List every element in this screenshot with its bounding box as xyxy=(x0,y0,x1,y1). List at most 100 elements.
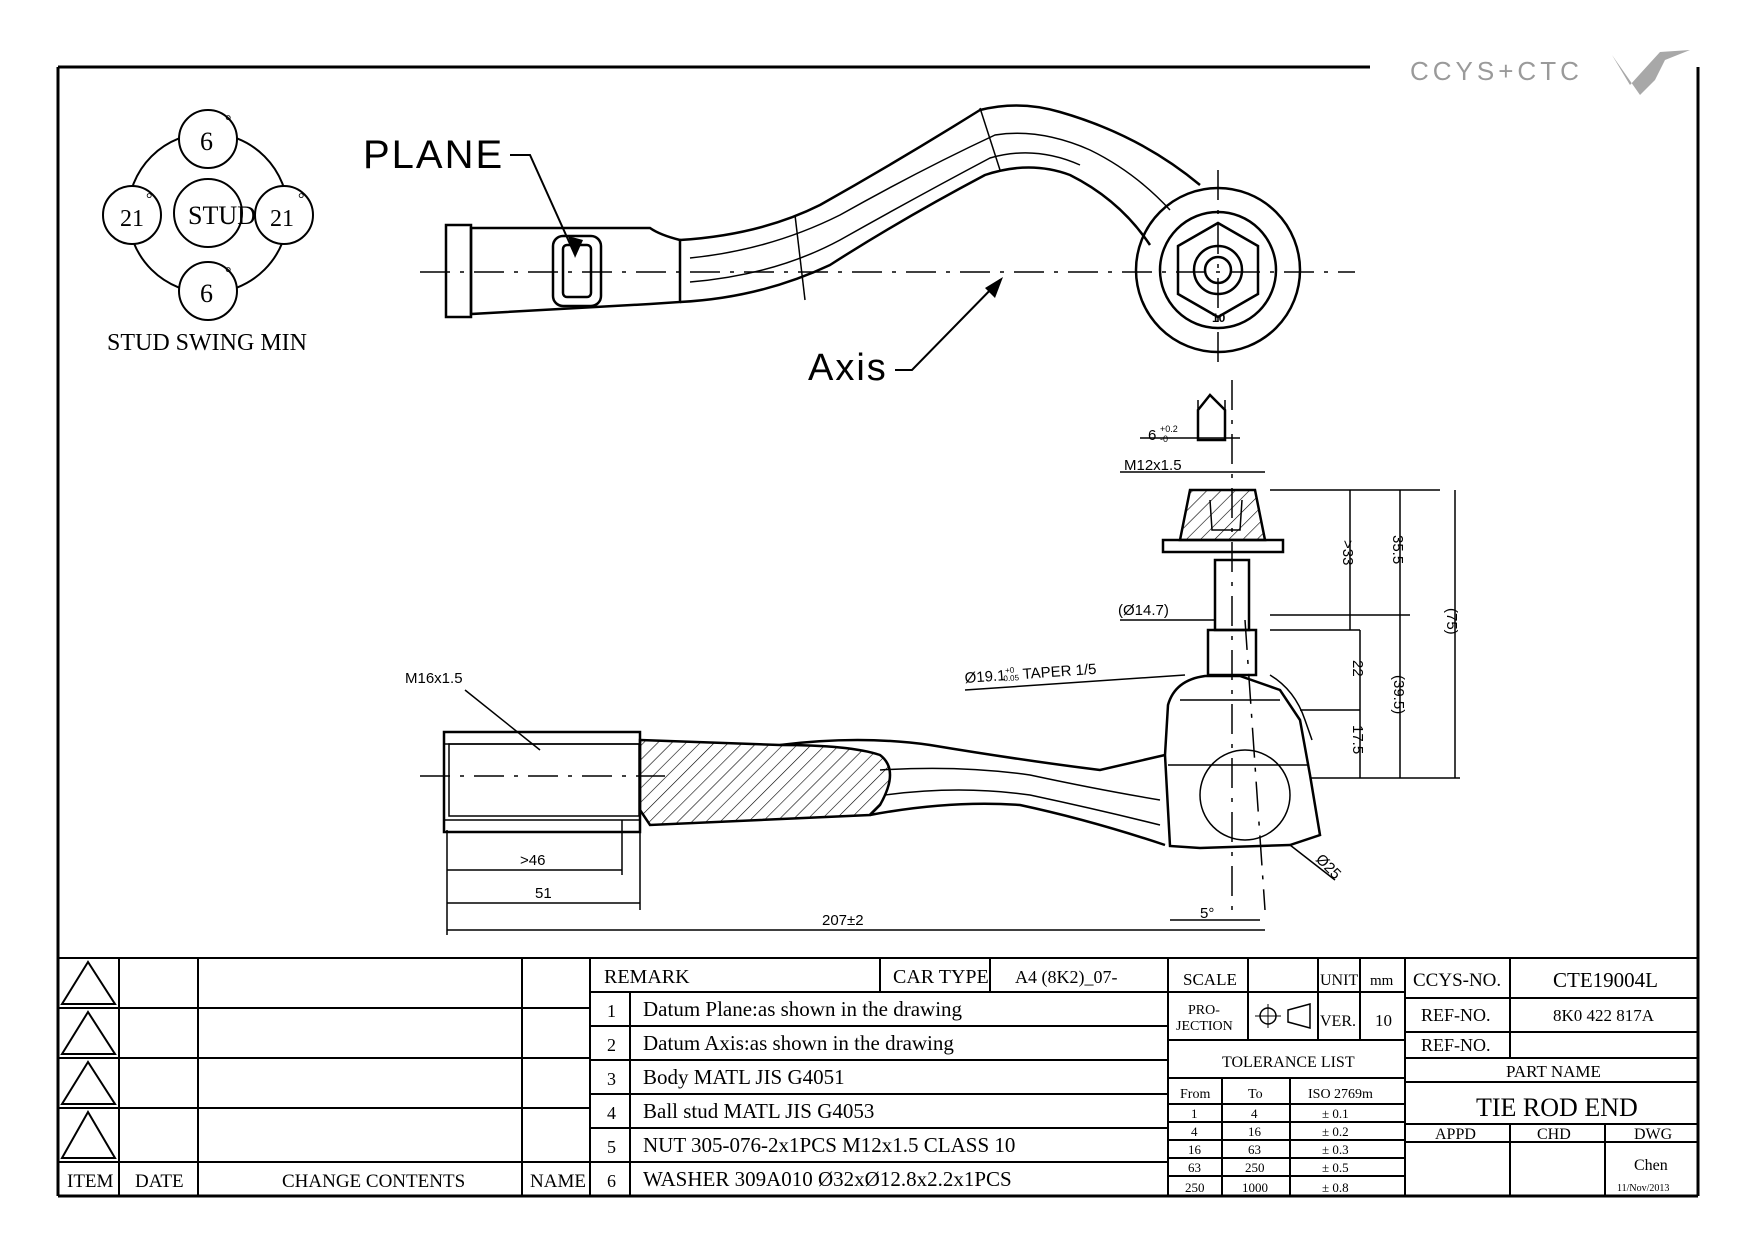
remark-text: WASHER 309A010 Ø32xØ12.8x2.2x1PCS xyxy=(643,1167,1012,1191)
tol-value: ± 0.5 xyxy=(1322,1160,1349,1175)
tol-header-from: From xyxy=(1180,1087,1210,1102)
part-name: TIE ROD END xyxy=(1476,1093,1638,1122)
dim-51: 51 xyxy=(535,885,552,902)
remark-no: 3 xyxy=(607,1069,616,1089)
remark-no: 5 xyxy=(607,1137,616,1157)
rev-header-name: NAME xyxy=(530,1171,586,1192)
swing-bottom-value: 6 xyxy=(200,279,213,308)
dim-35-5: 35.5 xyxy=(1389,535,1406,564)
tol-from: 1 xyxy=(1191,1106,1198,1121)
scale-block: SCALE UNIT mm PRO- JECTION VER. 10 TOLER… xyxy=(1176,970,1394,1195)
dim-hex: 6 xyxy=(1148,427,1156,444)
dim-75: (75) xyxy=(1443,608,1460,635)
appd-label: APPD xyxy=(1435,1126,1476,1143)
dim-46: >46 xyxy=(520,852,545,869)
chd-label: CHD xyxy=(1537,1126,1571,1143)
dim-hex-tol-upper: +0.2 xyxy=(1160,424,1178,434)
car-type-label: CAR TYPE xyxy=(893,966,989,988)
degree-mark: ° xyxy=(225,265,231,282)
dim-taper-tol-upper: +0 xyxy=(1005,666,1015,676)
tol-to: 250 xyxy=(1245,1160,1265,1175)
scale-label: SCALE xyxy=(1183,970,1237,989)
degree-mark: ° xyxy=(298,191,304,208)
degree-mark: ° xyxy=(225,113,231,130)
dim-25: Ø25 xyxy=(1312,851,1344,883)
car-type-value: A4 (8K2)_07- xyxy=(1015,967,1117,988)
projection-line1: PRO- xyxy=(1188,1003,1220,1018)
title-block: CCYS-NO. CTE19004L REF-NO. 8K0 422 817A … xyxy=(1413,968,1673,1194)
title-block-frame xyxy=(58,957,1698,1196)
axis-callout: Axis xyxy=(808,277,1003,389)
tol-value: ± 0.8 xyxy=(1322,1180,1349,1195)
dim-thread-left: M16x1.5 xyxy=(405,670,463,687)
dim-hex-tol-lower: -0 xyxy=(1160,434,1168,444)
dim-taper-tol-lower: -0.05 xyxy=(1000,673,1019,683)
remark-no: 1 xyxy=(607,1001,616,1021)
tolerance-title: TOLERANCE LIST xyxy=(1222,1054,1355,1071)
stud-label: STUD xyxy=(188,201,256,230)
degree-mark: ° xyxy=(146,191,152,208)
ref1-label: REF-NO. xyxy=(1421,1005,1491,1025)
dim-17-5: 17.5 xyxy=(1349,725,1366,754)
ver-value: 10 xyxy=(1375,1011,1392,1030)
projection-line2: JECTION xyxy=(1176,1019,1233,1034)
remark-no: 4 xyxy=(607,1103,616,1123)
rev-header-date: DATE xyxy=(135,1171,184,1192)
ccys-label: CCYS-NO. xyxy=(1413,970,1501,991)
ver-label: VER. xyxy=(1320,1013,1356,1030)
remark-text: Ball stud MATL JIS G4053 xyxy=(643,1099,874,1123)
tol-to: 4 xyxy=(1251,1106,1258,1121)
swing-right-value: 21 xyxy=(270,206,294,232)
top-view xyxy=(420,104,1355,370)
logo-text: CCYS+CTC xyxy=(1410,56,1583,86)
remark-text: Body MATL JIS G4051 xyxy=(643,1065,845,1089)
tol-from: 63 xyxy=(1188,1160,1201,1175)
unit-label: UNIT xyxy=(1320,972,1358,989)
tol-to: 1000 xyxy=(1242,1180,1268,1195)
tol-value: ± 0.1 xyxy=(1322,1106,1349,1121)
part-name-label: PART NAME xyxy=(1506,1062,1601,1081)
tol-from: 4 xyxy=(1191,1124,1198,1139)
remark-no: 6 xyxy=(607,1171,616,1191)
tol-header-iso: ISO 2769m xyxy=(1308,1087,1373,1102)
dwg-label: DWG xyxy=(1634,1126,1673,1143)
tol-value: ± 0.2 xyxy=(1322,1124,1349,1139)
remarks-header: REMARK xyxy=(604,966,690,988)
dim-39-5: (39.5) xyxy=(1390,675,1407,714)
tol-from: 250 xyxy=(1185,1180,1205,1195)
company-logo: CCYS+CTC xyxy=(1410,50,1690,95)
stud-swing-title: STUD SWING MIN xyxy=(107,330,307,356)
drawing-date: 11/Nov/2013 xyxy=(1617,1183,1669,1194)
drawn-by: Chen xyxy=(1634,1157,1668,1174)
swing-top-value: 6 xyxy=(200,127,213,156)
dim-33: >33 xyxy=(1339,540,1356,565)
dim-5-deg: 5° xyxy=(1200,905,1214,922)
tol-header-to: To xyxy=(1248,1087,1263,1102)
plane-callout: PLANE xyxy=(363,133,583,258)
dim-22: 22 xyxy=(1349,660,1366,677)
swing-left-value: 21 xyxy=(120,206,144,232)
dim-taper: Ø19.1+0-0.05 TAPER 1/5 xyxy=(964,660,1097,687)
unit-value: mm xyxy=(1370,973,1394,989)
remark-text: Datum Axis:as shown in the drawing xyxy=(643,1031,954,1055)
tol-value: ± 0.3 xyxy=(1322,1142,1349,1157)
dimension-lines xyxy=(446,400,1460,935)
nut-mark: 10 xyxy=(1212,311,1226,325)
ref2-label: REF-NO. xyxy=(1421,1035,1491,1055)
remark-no: 2 xyxy=(607,1035,616,1055)
dim-14-7: (Ø14.7) xyxy=(1118,602,1169,619)
ref1-value: 8K0 422 817A xyxy=(1553,1006,1655,1025)
rev-header-item: ITEM xyxy=(67,1171,114,1192)
logo-mark-icon xyxy=(1612,50,1690,95)
ccys-value: CTE19004L xyxy=(1553,968,1658,992)
remark-text: Datum Plane:as shown in the drawing xyxy=(643,997,963,1021)
tol-to: 63 xyxy=(1248,1142,1261,1157)
axis-label: Axis xyxy=(808,347,888,389)
dim-thread-top: M12x1.5 xyxy=(1124,457,1182,474)
remarks-table: REMARK CAR TYPE A4 (8K2)_07- 1 Datum Pla… xyxy=(604,966,1117,1191)
tol-to: 16 xyxy=(1248,1124,1262,1139)
section-view xyxy=(420,380,1322,911)
dim-207: 207±2 xyxy=(822,912,864,929)
tol-from: 16 xyxy=(1188,1142,1202,1157)
